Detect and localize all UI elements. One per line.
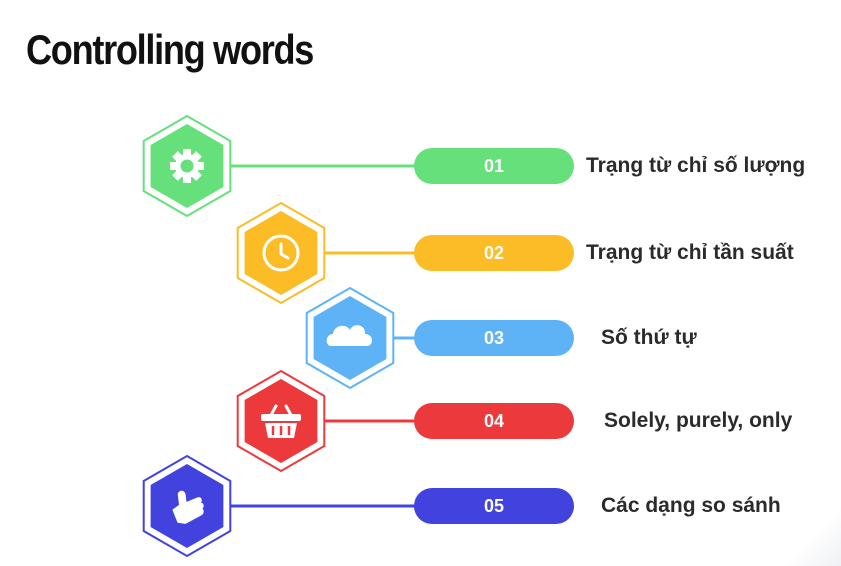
clock-icon [262,234,300,272]
gear-icon [170,149,204,183]
step-number-pill-3: 03 [414,320,574,356]
step-label-4: Solely, purely, only [604,409,793,432]
step-label-1: Trạng từ chỉ số lượng [586,154,806,177]
step-number-pill-5: 05 [414,488,574,524]
basket-icon [261,404,301,438]
step-number-pill-4: 04 [414,403,574,439]
step-number-pill-2: 02 [414,235,574,271]
cloud-icon [326,325,373,346]
step-number-pill-1: 01 [414,148,574,184]
corner-shadow [781,506,841,566]
thumbs-up-icon [172,490,204,524]
step-label-5: Các dạng so sánh [601,494,781,517]
step-label-2: Trạng từ chỉ tần suất [586,241,794,264]
page-title: Controlling words [26,26,314,73]
step-label-3: Số thứ tự [601,326,697,349]
